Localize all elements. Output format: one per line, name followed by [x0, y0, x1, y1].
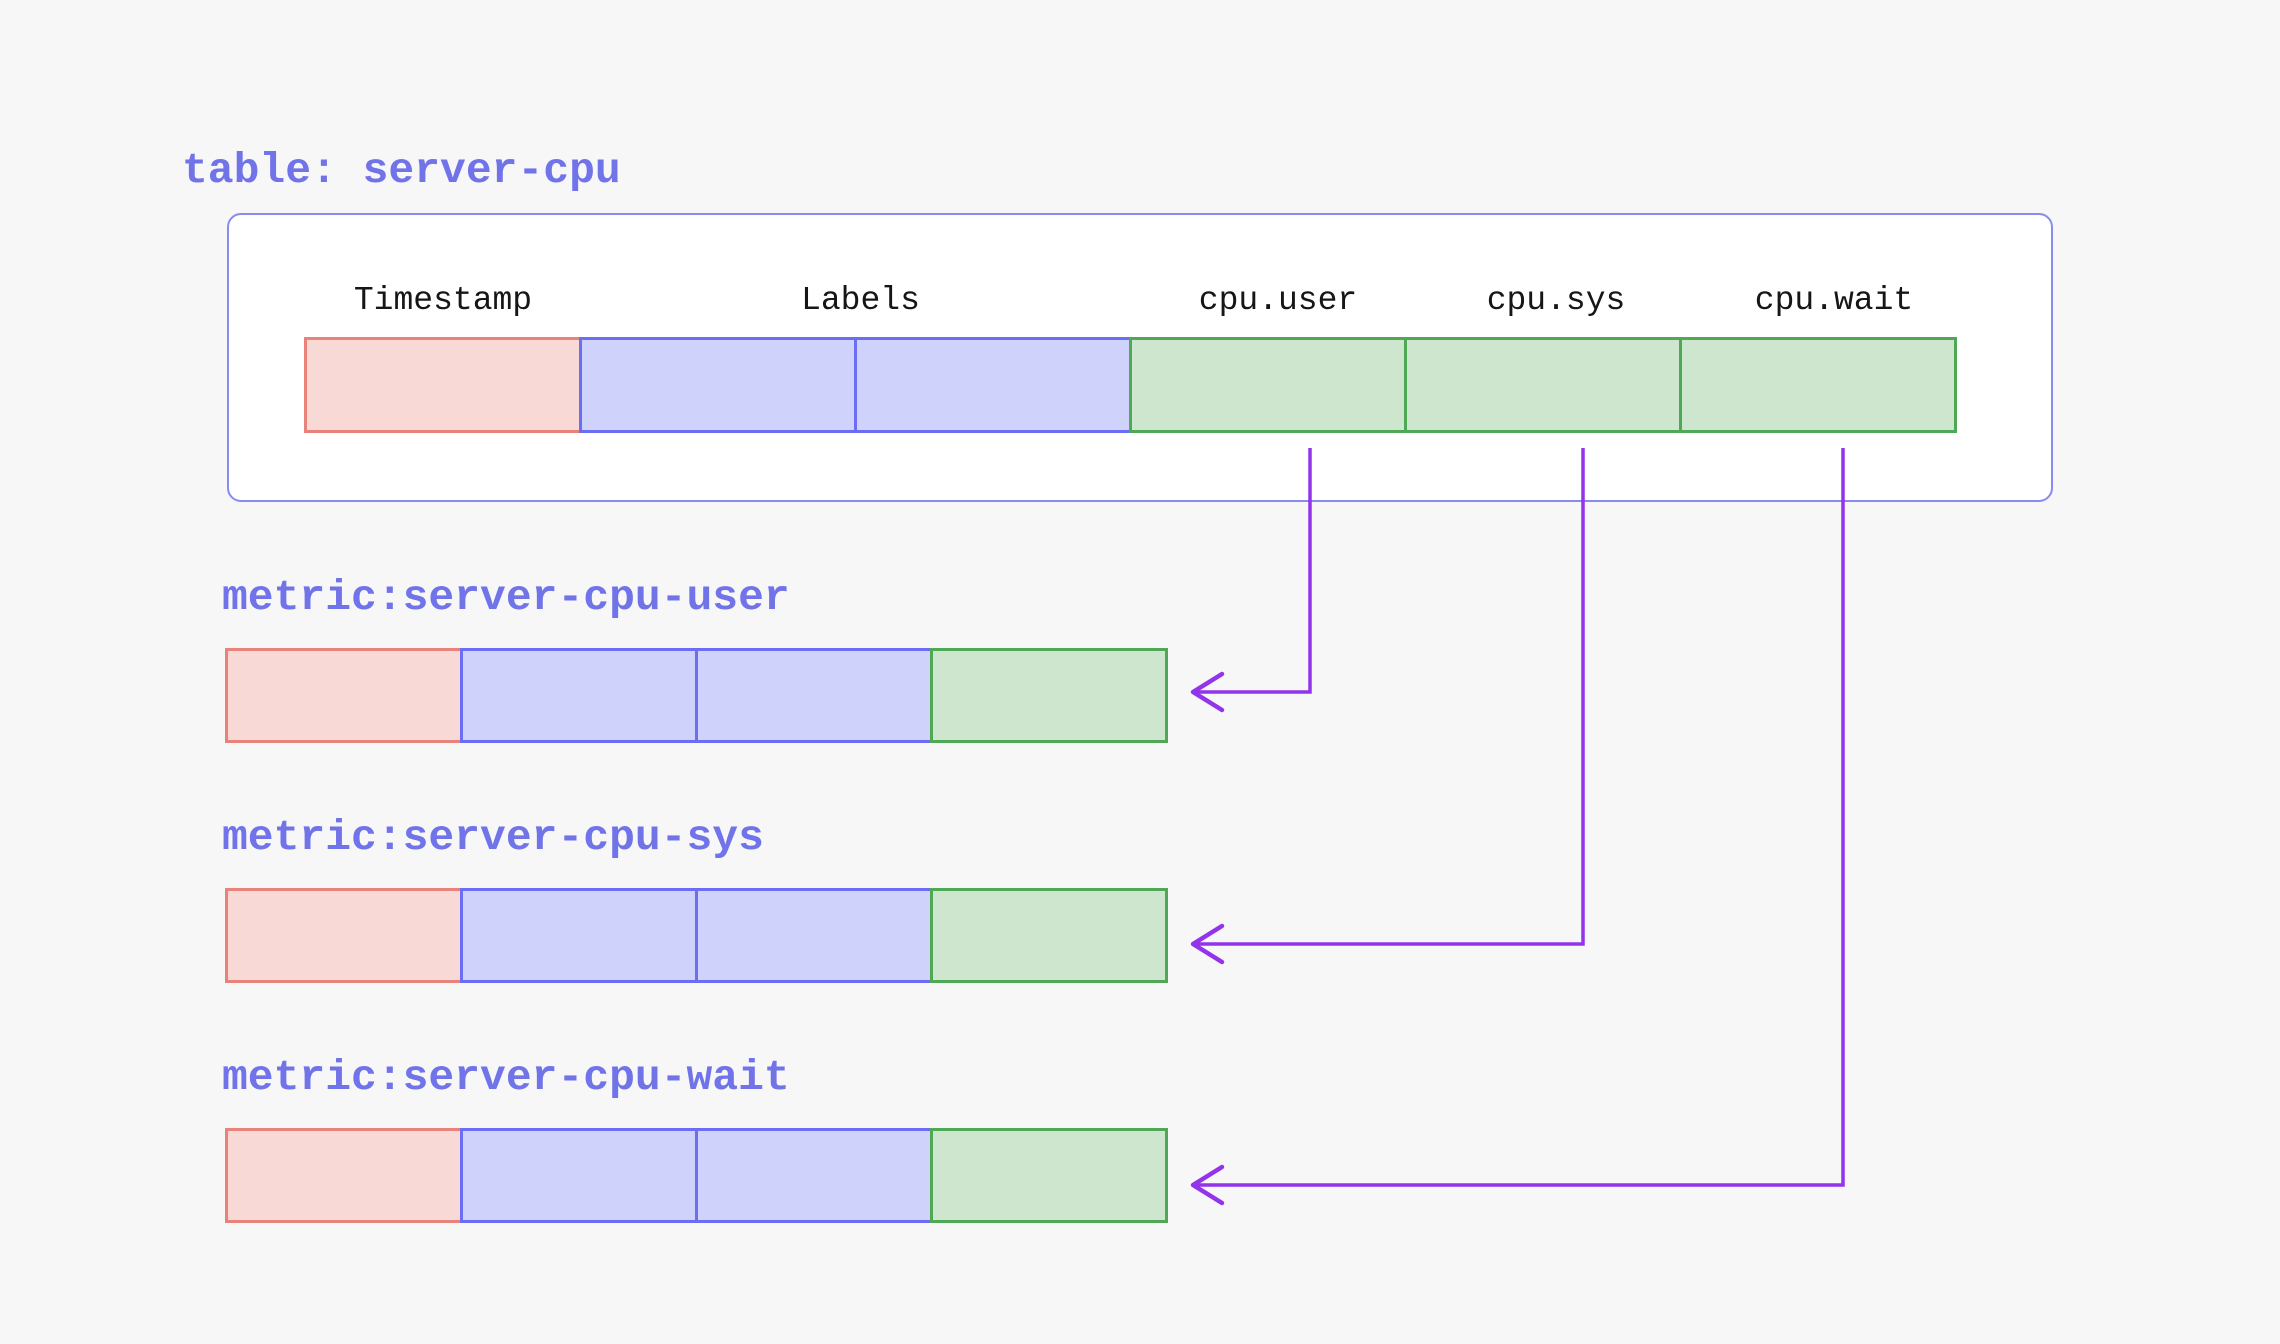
value-cell [930, 888, 1168, 983]
column-header-cpu-sys: cpu.sys [1486, 282, 1626, 319]
arrow-cpu-sys-to-metric [1190, 448, 1585, 965]
field-cell-cpu-user [1129, 337, 1407, 433]
label-cell [460, 1128, 698, 1223]
timestamp-cell [304, 337, 582, 433]
label-cell [579, 337, 857, 433]
table-title: table: server-cpu [182, 146, 621, 195]
metric-title-cpu-wait: metric:server-cpu-wait [222, 1053, 790, 1102]
label-cell [460, 648, 698, 743]
metric-title-cpu-user: metric:server-cpu-user [222, 573, 790, 622]
table-row [304, 337, 1957, 433]
label-cell [460, 888, 698, 983]
column-header-labels: Labels [801, 282, 920, 319]
metric-row-cpu-sys [225, 888, 1168, 983]
metric-row-cpu-user [225, 648, 1168, 743]
label-cell [695, 648, 933, 743]
timestamp-cell [225, 648, 463, 743]
column-header-timestamp: Timestamp [353, 282, 533, 319]
metric-title-cpu-sys: metric:server-cpu-sys [222, 813, 764, 862]
value-cell [930, 648, 1168, 743]
timestamp-cell [225, 888, 463, 983]
arrow-cpu-wait-to-metric [1190, 448, 1845, 1206]
label-cell [695, 888, 933, 983]
field-cell-cpu-wait [1679, 337, 1957, 433]
column-header-cpu-user: cpu.user [1198, 282, 1358, 319]
metric-row-cpu-wait [225, 1128, 1168, 1223]
value-cell [930, 1128, 1168, 1223]
field-cell-cpu-sys [1404, 337, 1682, 433]
column-header-cpu-wait: cpu.wait [1754, 282, 1914, 319]
timestamp-cell [225, 1128, 463, 1223]
label-cell [695, 1128, 933, 1223]
label-cell [854, 337, 1132, 433]
